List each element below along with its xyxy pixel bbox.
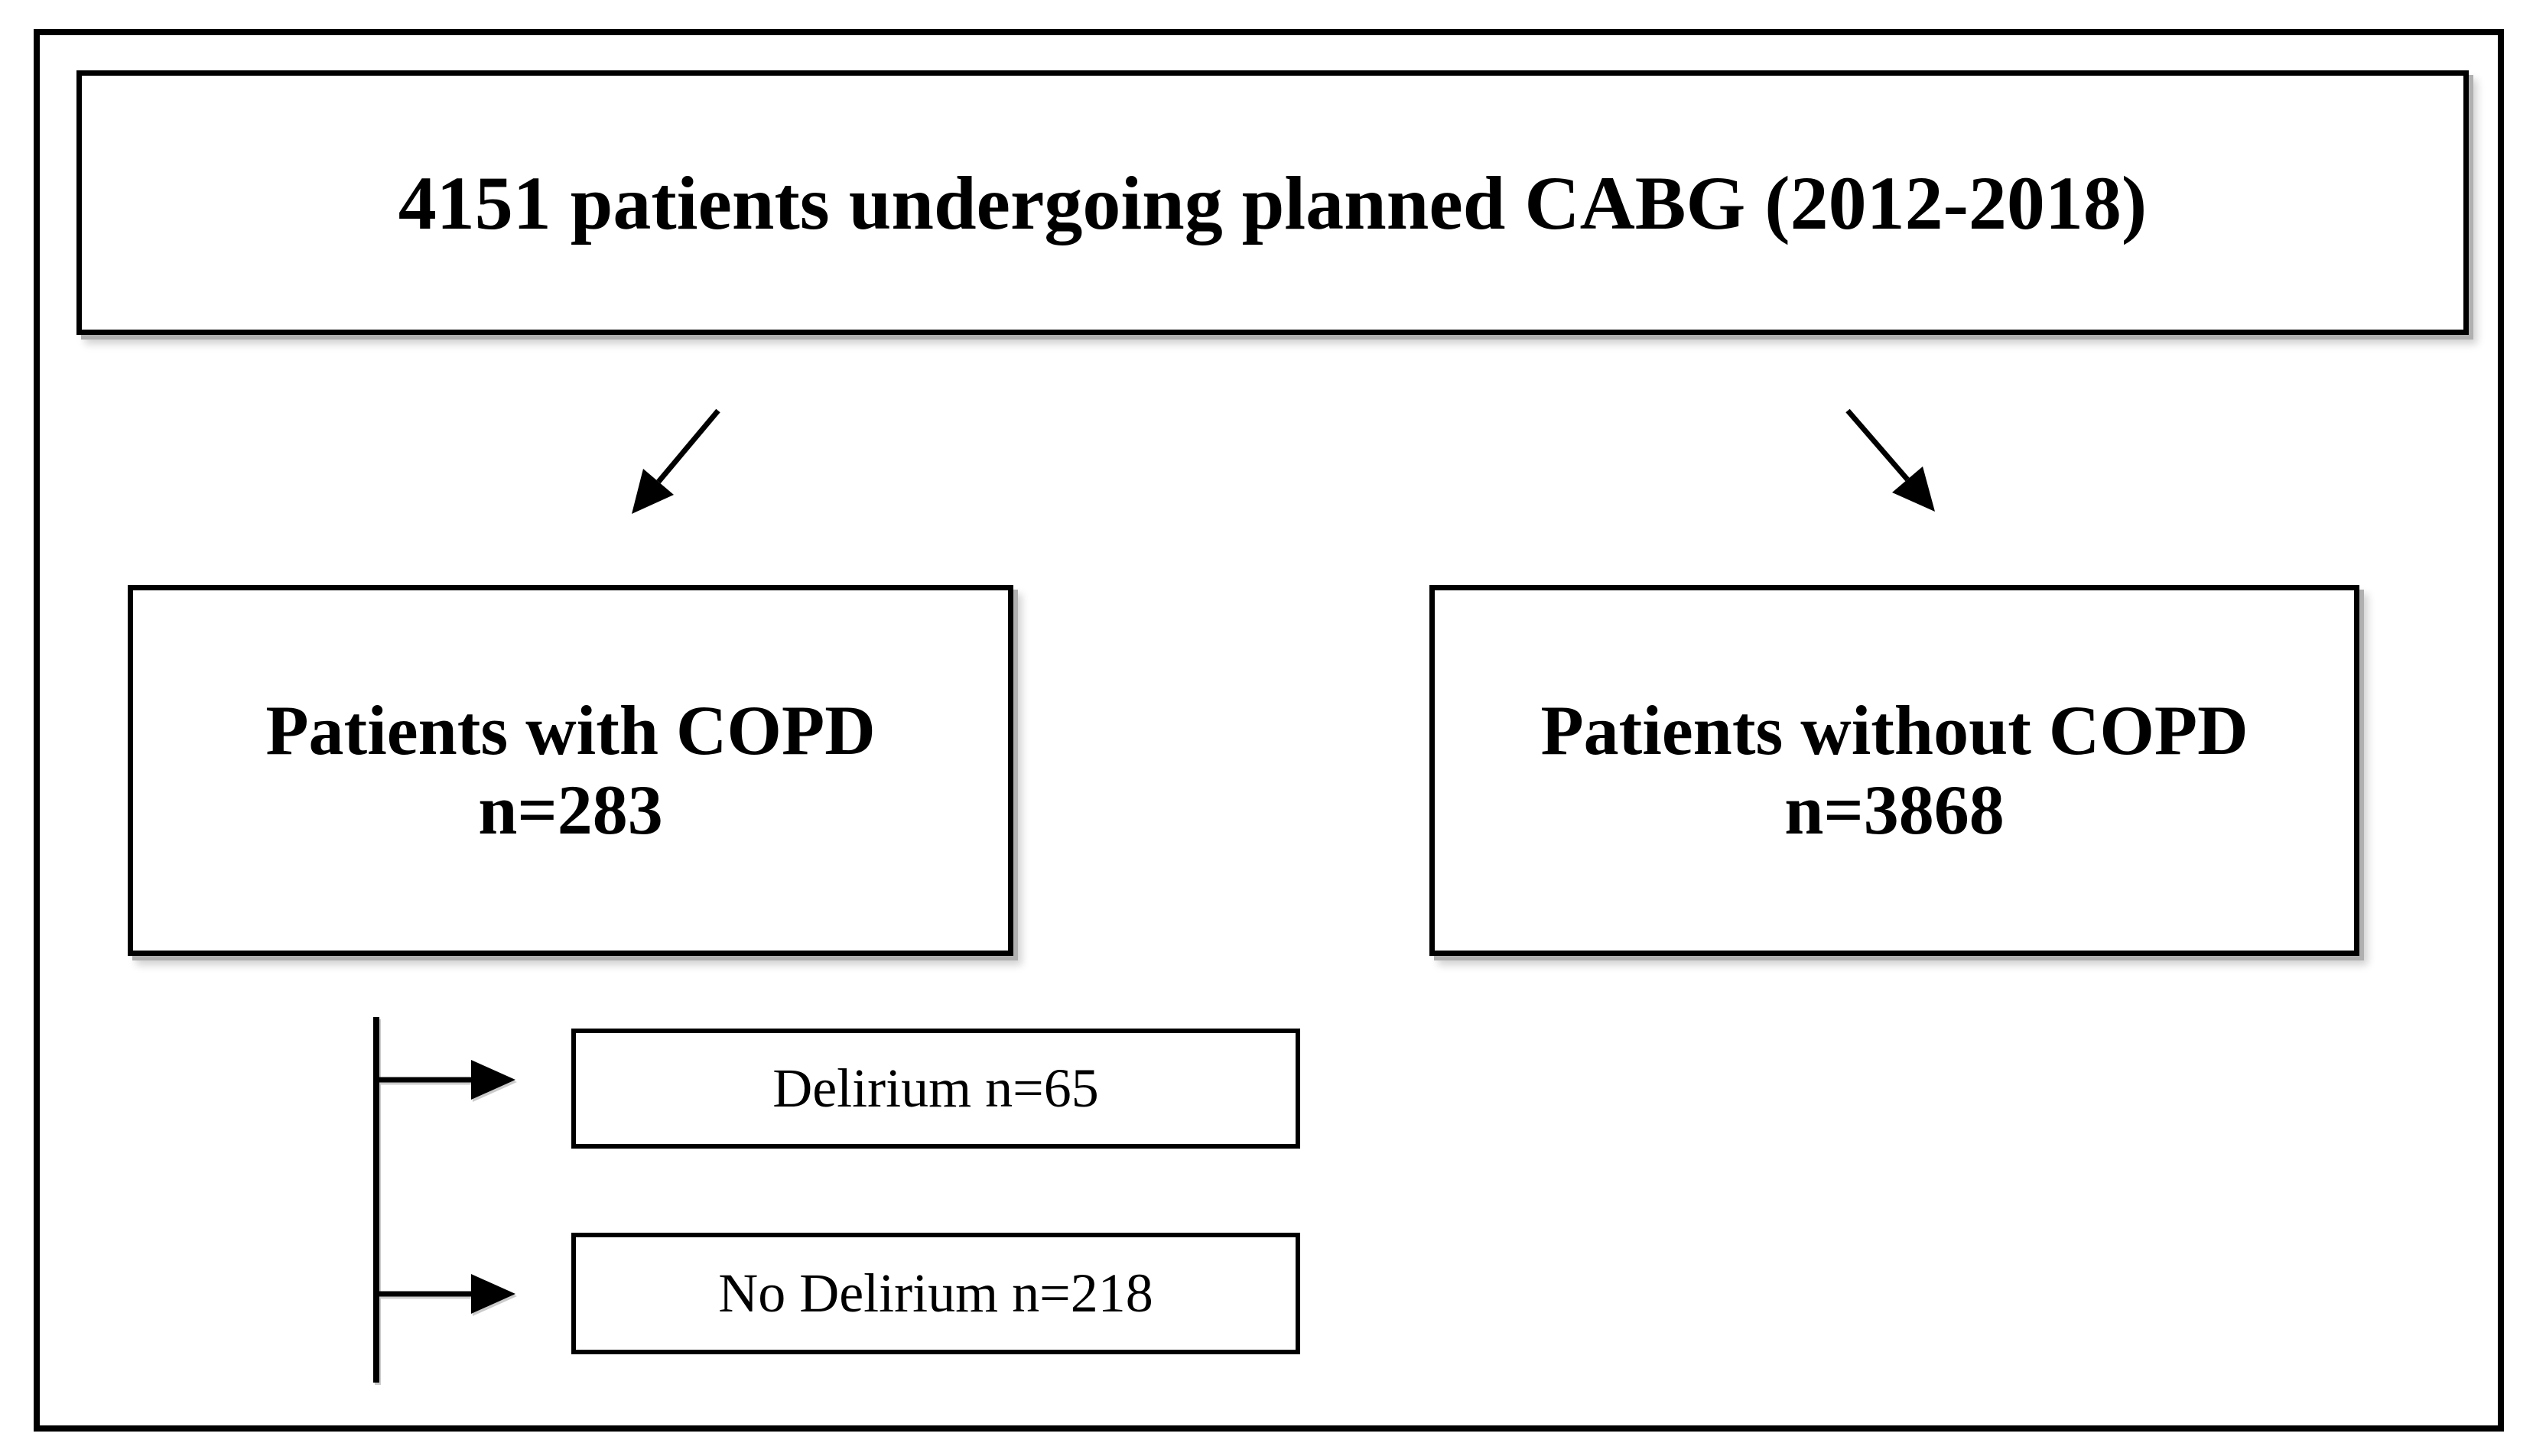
patients-without-copd-label: Patients without COPD: [1540, 691, 2248, 770]
delirium-box: Delirium n=65: [571, 1029, 1300, 1149]
patients-with-copd-label: Patients with COPD: [265, 691, 876, 770]
patients-with-copd-count: n=283: [478, 770, 663, 849]
no-delirium-box: No Delirium n=218: [571, 1233, 1300, 1354]
delirium-label: Delirium n=65: [772, 1058, 1099, 1119]
patients-with-copd-box: Patients with COPD n=283: [128, 585, 1013, 956]
total-patients-text: 4151 patients undergoing planned CABG (2…: [398, 160, 2148, 245]
total-patients-box: 4151 patients undergoing planned CABG (2…: [76, 70, 2469, 335]
patients-without-copd-count: n=3868: [1784, 770, 2005, 849]
patients-without-copd-box: Patients without COPD n=3868: [1429, 585, 2359, 956]
no-delirium-label: No Delirium n=218: [718, 1263, 1153, 1324]
